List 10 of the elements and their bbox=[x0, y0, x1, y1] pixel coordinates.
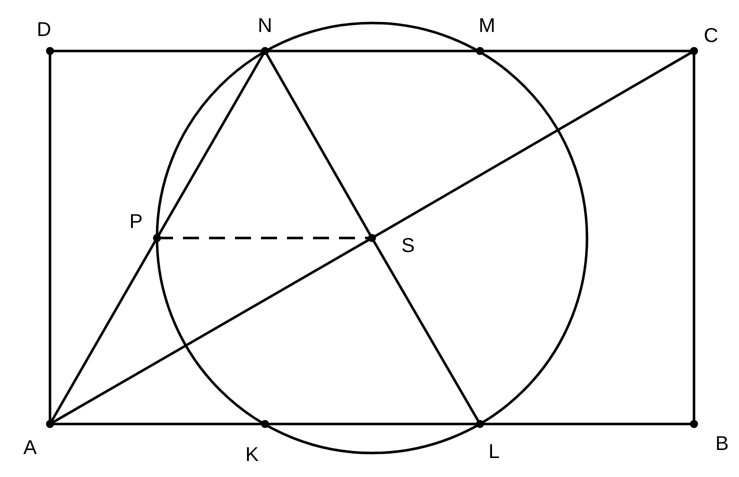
point-label: L bbox=[487, 440, 501, 464]
point-label: D bbox=[36, 18, 52, 42]
point-label: M bbox=[478, 14, 496, 38]
point-label: C bbox=[702, 24, 720, 48]
point-label: P bbox=[128, 210, 144, 234]
point-label: B bbox=[714, 432, 730, 456]
point-label: K bbox=[244, 443, 260, 467]
point-label: A bbox=[22, 436, 38, 460]
point-label: N bbox=[256, 14, 274, 38]
point-label: S bbox=[400, 234, 416, 258]
